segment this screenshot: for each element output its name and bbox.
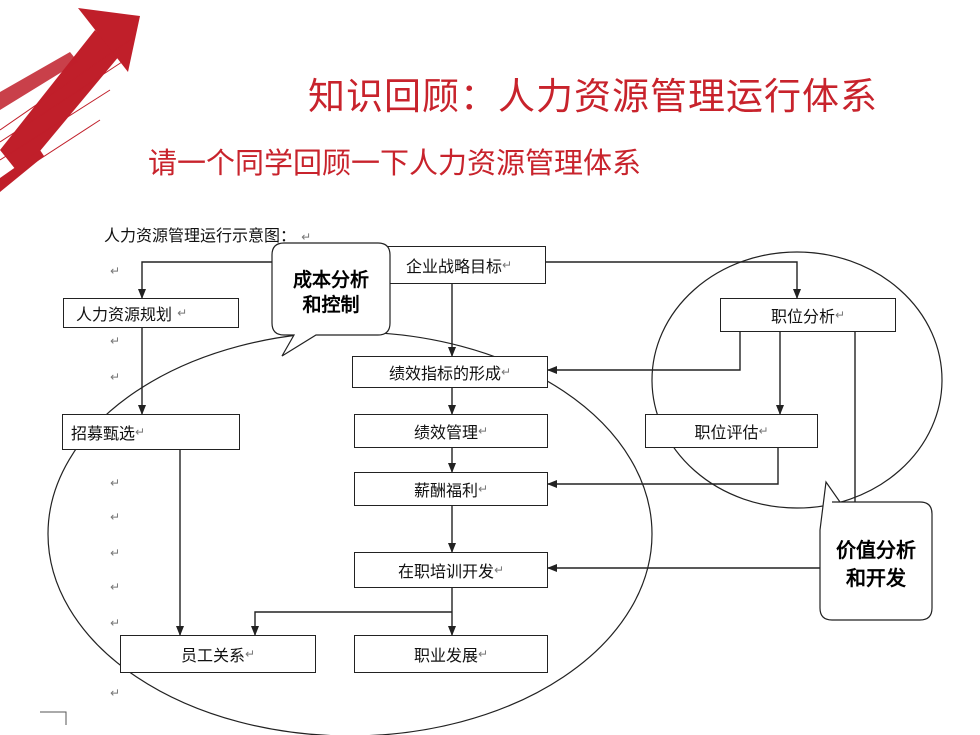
para-mark: ↵ [110,370,121,384]
para-mark: ↵ [110,476,121,490]
para-mark: ↵ [110,264,121,278]
node-job-evaluation: 职位评估↵ [645,414,818,448]
para-mark: ↵ [110,334,121,348]
para-mark: ↵ [110,616,121,630]
para-mark: ↵ [110,546,121,560]
callout-value-text: 价值分析 和开发 [836,538,916,590]
para-mark: ↵ [110,686,121,700]
node-performance-mgmt: 绩效管理↵ [354,414,548,448]
node-job-analysis: 职位分析↵ [720,298,896,332]
para-mark: ↵ [110,580,121,594]
node-employee-relations: 员工关系↵ [120,635,316,673]
node-strategy: 企业战略目标↵ [372,246,546,284]
slide-subtitle: 请一个同学回顾一下人力资源管理体系 [148,146,642,180]
logo-arrow-icon [0,8,140,192]
node-career-development: 职业发展↵ [354,635,548,673]
node-recruitment: 招募甄选↵ [62,414,240,450]
node-hr-planning: 人力资源规划 ↵ [63,298,239,328]
slide-title: 知识回顾：人力资源管理运行体系 [308,75,878,118]
node-training: 在职培训开发↵ [354,552,548,588]
node-compensation: 薪酬福利↵ [354,472,548,506]
node-kpi-formation: 绩效指标的形成↵ [352,356,548,388]
para-mark: ↵ [110,510,121,524]
callout-cost-text: 成本分析 和控制 [292,269,369,316]
diagram-caption: 人力资源管理运行示意图： ↵ [104,226,312,245]
